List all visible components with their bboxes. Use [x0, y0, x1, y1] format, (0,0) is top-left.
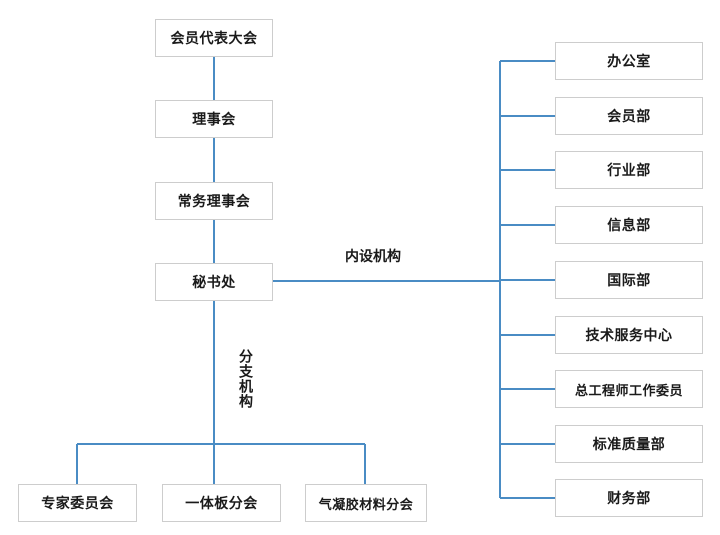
node-standard-quality-label: 标准质量部 [592, 436, 666, 452]
node-council-label: 理事会 [192, 111, 236, 127]
node-aerogel-material-branch-label: 气凝胶材料分会 [318, 496, 414, 512]
label-internal-departments: 内设机构 [345, 246, 401, 266]
label-internal-departments-text: 内设机构 [345, 248, 401, 264]
node-aerogel-material-branch[interactable]: 气凝胶材料分会 [305, 484, 427, 522]
node-office[interactable]: 办公室 [555, 42, 703, 80]
node-assembly-label: 会员代表大会 [170, 30, 258, 46]
node-finance[interactable]: 财务部 [555, 479, 703, 517]
node-expert-committee[interactable]: 专家委员会 [18, 484, 137, 522]
node-tech-service-center-label: 技术服务中心 [585, 327, 673, 343]
node-integrated-board-branch-label: 一体板分会 [185, 495, 258, 511]
node-international[interactable]: 国际部 [555, 261, 703, 299]
node-integrated-board-branch[interactable]: 一体板分会 [162, 484, 281, 522]
node-standard-quality[interactable]: 标准质量部 [555, 425, 703, 463]
node-chief-engineer-committee-label: 总工程师工作委员 [574, 382, 683, 398]
node-industry-label: 行业部 [607, 162, 651, 178]
node-assembly[interactable]: 会员代表大会 [155, 19, 273, 57]
node-secretariat[interactable]: 秘书处 [155, 263, 273, 301]
node-information-label: 信息部 [607, 217, 651, 233]
node-international-label: 国际部 [607, 272, 651, 288]
label-branch-organizations-text: 分支机构 [238, 349, 254, 409]
node-standing-council[interactable]: 常务理事会 [155, 182, 273, 220]
node-office-label: 办公室 [607, 53, 651, 69]
node-standing-council-label: 常务理事会 [177, 193, 251, 209]
node-council[interactable]: 理事会 [155, 100, 273, 138]
node-information[interactable]: 信息部 [555, 206, 703, 244]
label-branch-organizations: 分支机构 [238, 349, 254, 409]
node-expert-committee-label: 专家委员会 [41, 495, 114, 511]
node-chief-engineer-committee[interactable]: 总工程师工作委员 [555, 370, 703, 408]
node-industry[interactable]: 行业部 [555, 151, 703, 189]
node-secretariat-label: 秘书处 [192, 274, 236, 290]
node-membership[interactable]: 会员部 [555, 97, 703, 135]
node-tech-service-center[interactable]: 技术服务中心 [555, 316, 703, 354]
node-finance-label: 财务部 [607, 490, 651, 506]
node-membership-label: 会员部 [607, 108, 651, 124]
